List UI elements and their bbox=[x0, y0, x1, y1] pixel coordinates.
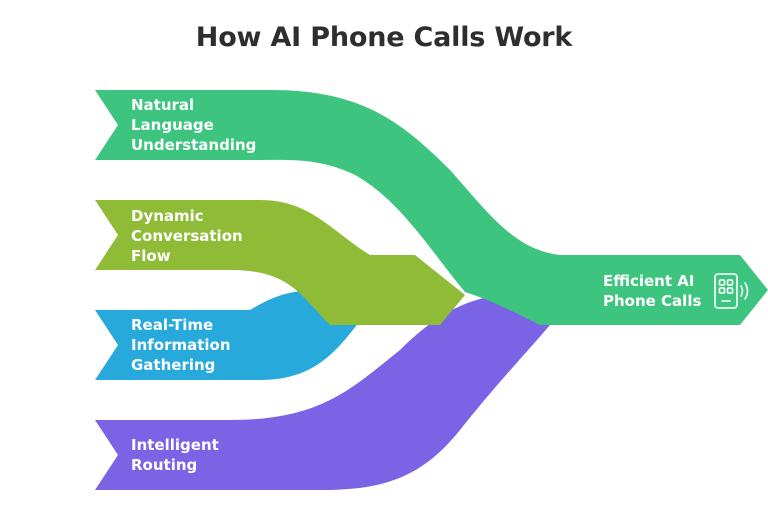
flow-band-dynamic-conversation-flow bbox=[95, 200, 465, 325]
input-label-dynamic-conversation-flow: Dynamic Conversation Flow bbox=[131, 206, 243, 266]
flow-band-natural-language-understanding bbox=[95, 90, 768, 325]
label-line: Gathering bbox=[131, 356, 216, 374]
label-line: Real-Time bbox=[131, 316, 214, 334]
flow-band-real-time-information-gathering bbox=[95, 290, 365, 380]
output-label-efficient-ai-phone-calls: Efficient AI Phone Calls bbox=[603, 271, 701, 311]
flow-band-intelligent-routing bbox=[95, 295, 550, 490]
input-label-intelligent-routing: Intelligent Routing bbox=[131, 435, 219, 475]
label-line: Information bbox=[131, 336, 231, 354]
smartphone-icon bbox=[714, 273, 749, 309]
input-label-real-time-information-gathering: Real-Time Information Gathering bbox=[131, 315, 231, 375]
label-line: Efficient AI bbox=[603, 272, 695, 290]
label-line: Intelligent bbox=[131, 436, 219, 454]
label-line: Language bbox=[131, 116, 214, 134]
input-label-natural-language-understanding: Natural Language Understanding bbox=[131, 95, 256, 155]
label-line: Natural bbox=[131, 96, 195, 114]
label-line: Dynamic bbox=[131, 207, 204, 225]
label-line: Phone Calls bbox=[603, 292, 702, 310]
label-line: Conversation bbox=[131, 227, 243, 245]
diagram-title: How AI Phone Calls Work bbox=[195, 22, 573, 53]
label-line: Routing bbox=[131, 456, 198, 474]
label-line: Flow bbox=[131, 247, 171, 265]
label-line: Understanding bbox=[131, 136, 257, 154]
